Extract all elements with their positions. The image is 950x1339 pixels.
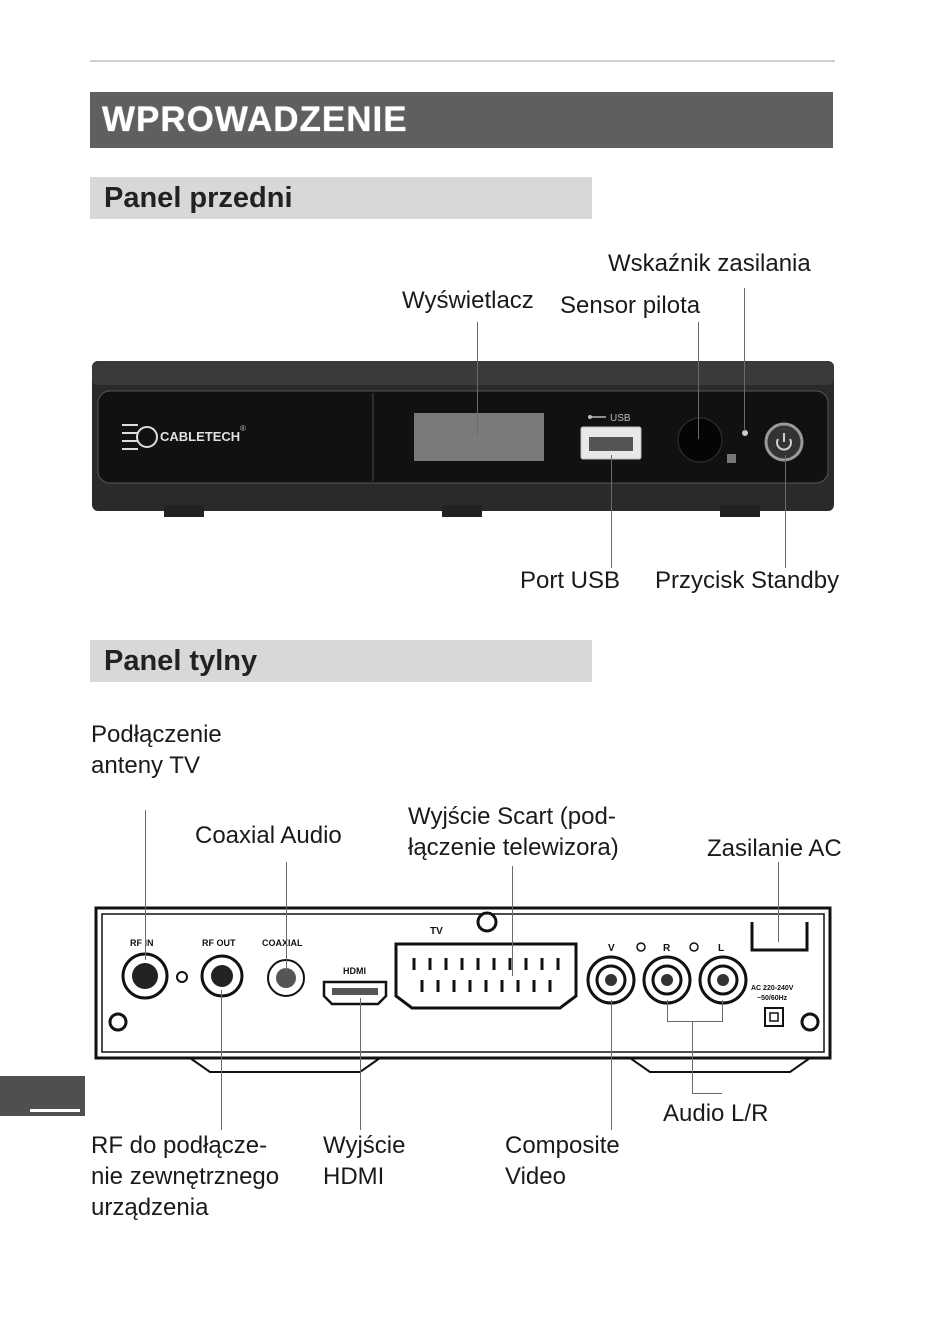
- svg-text:RF OUT: RF OUT: [202, 938, 236, 948]
- leader-display: [477, 322, 478, 435]
- svg-text:COAXIAL: COAXIAL: [262, 938, 303, 948]
- svg-text:AC 220-240V: AC 220-240V: [751, 985, 794, 992]
- leader-audio-lr-foot: [692, 1093, 722, 1094]
- page-title: WPROWADZENIE: [90, 92, 833, 148]
- svg-text:V: V: [608, 943, 615, 954]
- label-scart: Wyjście Scart (pod- łączenie telewizora): [408, 803, 619, 861]
- leader-rf-out: [221, 990, 222, 1130]
- label-standby-button: Przycisk Standby: [655, 567, 840, 594]
- label-usb-port: Port USB: [520, 567, 621, 594]
- leader-audio-l: [722, 1000, 723, 1022]
- svg-text:R: R: [663, 943, 671, 954]
- rear-panel-device: RF IN RF OUT COAXIAL HDMI TV V R L AC 22…: [94, 906, 832, 1073]
- label-power-indicator: Wskaźnik zasilania: [608, 250, 811, 277]
- usb-text: USB: [610, 413, 631, 424]
- leader-power-indicator: [744, 288, 745, 431]
- leader-composite: [611, 1000, 612, 1130]
- label-composite: Composite Video: [505, 1132, 620, 1190]
- svg-text:~50/60Hz: ~50/60Hz: [757, 995, 788, 1002]
- front-panel-device: CABLETECH ® USB: [92, 361, 834, 517]
- leader-antenna: [145, 810, 146, 960]
- leader-audio-r: [667, 1000, 668, 1022]
- page-edge-tab-marker: [30, 1109, 80, 1112]
- leader-audio-lr: [692, 1021, 693, 1094]
- leader-standby: [785, 455, 786, 568]
- svg-text:®: ®: [240, 424, 246, 433]
- label-ac-power: Zasilanie AC: [707, 835, 842, 862]
- label-coaxial-audio: Coaxial Audio: [195, 822, 342, 849]
- label-display: Wyświetlacz: [402, 287, 534, 314]
- rear-panel-heading: Panel tylny: [90, 640, 592, 682]
- leader-ac-power: [778, 862, 779, 942]
- label-audio-lr: Audio L/R: [663, 1100, 769, 1127]
- svg-text:RF IN: RF IN: [130, 938, 154, 948]
- top-rule: [90, 60, 835, 62]
- leader-coaxial: [286, 862, 287, 972]
- label-remote-sensor: Sensor pilota: [560, 292, 701, 319]
- svg-text:HDMI: HDMI: [343, 966, 366, 976]
- leader-hdmi: [360, 998, 361, 1130]
- usb-symbol-icon: [588, 415, 606, 419]
- leader-audio-bracket: [667, 1021, 723, 1022]
- brand-text: CABLETECH: [160, 429, 240, 444]
- cabletech-logo-icon: [122, 424, 158, 450]
- svg-text:TV: TV: [430, 926, 443, 937]
- leader-usb-port: [611, 455, 612, 568]
- svg-text:L: L: [718, 943, 724, 954]
- label-hdmi: Wyjście HDMI: [323, 1132, 406, 1190]
- leader-remote-sensor: [698, 322, 699, 439]
- leader-scart: [512, 866, 513, 976]
- label-antenna: Podłączenie anteny TV: [91, 721, 222, 779]
- front-panel-heading: Panel przedni: [90, 177, 592, 219]
- label-rf-out: RF do podłącze- nie zewnętrznego urządze…: [91, 1132, 280, 1221]
